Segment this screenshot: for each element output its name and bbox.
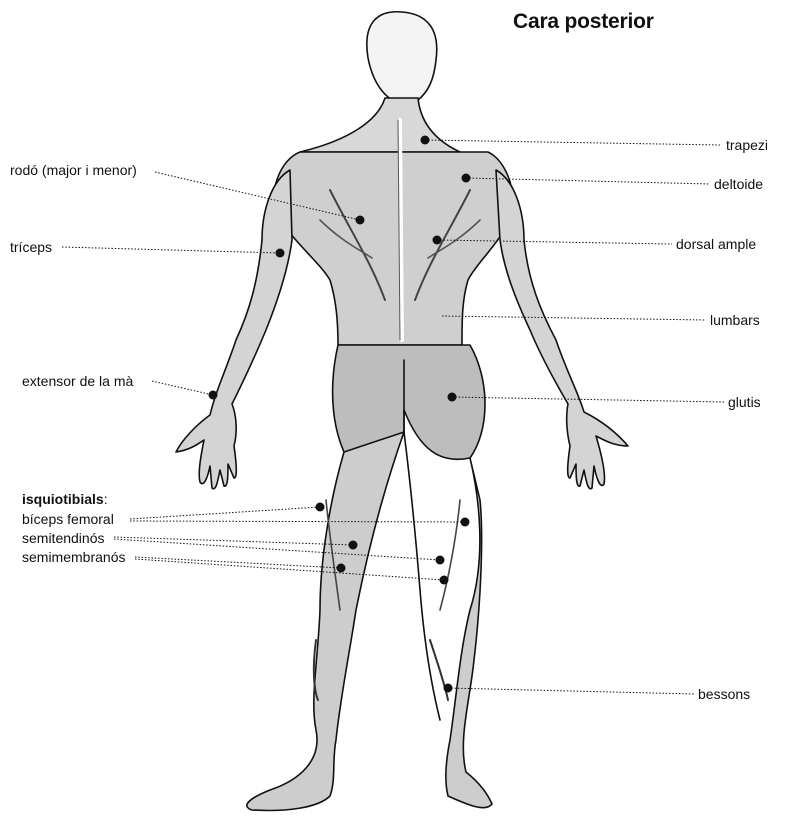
leader-biceps-femoral-a xyxy=(130,507,320,519)
torso xyxy=(274,152,513,345)
head xyxy=(367,12,437,100)
label-isquiotibials-heading: isquiotibials: xyxy=(22,491,108,507)
leader-triceps xyxy=(62,247,280,253)
neck-trapezius xyxy=(300,98,460,152)
leader-bessons xyxy=(448,688,694,694)
label-deltoide: deltoide xyxy=(714,176,763,192)
dot-bessons xyxy=(444,684,453,693)
right-leg xyxy=(446,458,492,808)
leader-glutis xyxy=(452,397,724,402)
label-extensor: extensor de la mà xyxy=(22,373,133,389)
dot-rodo xyxy=(356,216,365,225)
spine xyxy=(400,120,402,340)
dot-semimembranos-left xyxy=(337,564,346,573)
isquiotibials-colon: : xyxy=(104,491,108,507)
dot-glutis xyxy=(448,393,457,402)
dot-semitendinos-right xyxy=(436,556,445,565)
leader-semimembranos-b xyxy=(135,559,444,580)
label-lumbars: lumbars xyxy=(710,312,760,328)
dot-biceps-femoral-right xyxy=(461,518,470,527)
left-arm xyxy=(176,170,292,489)
label-trapezi: trapezi xyxy=(726,137,768,153)
right-arm xyxy=(496,170,628,489)
left-leg xyxy=(247,432,404,810)
dot-trapezi xyxy=(421,136,430,145)
isquiotibials-word: isquiotibials xyxy=(22,491,104,507)
label-rodo: rodó (major i menor) xyxy=(10,162,137,178)
label-glutis: glutis xyxy=(728,394,761,410)
label-biceps-femoral: bíceps femoral xyxy=(22,511,114,527)
label-triceps: tríceps xyxy=(10,239,52,255)
dot-semitendinos-left xyxy=(349,541,358,550)
diagram-title: Cara posterior xyxy=(513,10,654,34)
dot-extensor xyxy=(209,391,218,400)
leader-lumbars xyxy=(442,316,706,320)
leader-trapezi xyxy=(425,140,720,145)
dot-triceps xyxy=(276,249,285,258)
leader-biceps-femoral-b xyxy=(130,521,465,522)
leader-extensor xyxy=(152,381,213,395)
dot-biceps-femoral-left xyxy=(316,503,325,512)
dot-dorsal-ample xyxy=(433,236,442,245)
dot-deltoide xyxy=(462,174,471,183)
label-bessons: bessons xyxy=(698,686,750,702)
dot-semimembranos-right xyxy=(440,576,449,585)
label-semimembranos: semimembranós xyxy=(22,549,125,565)
label-semitendinos: semitendinós xyxy=(22,530,105,546)
leader-semitendinos-a xyxy=(114,537,353,545)
label-dorsal-ample: dorsal ample xyxy=(676,236,756,252)
glutes xyxy=(333,345,485,459)
